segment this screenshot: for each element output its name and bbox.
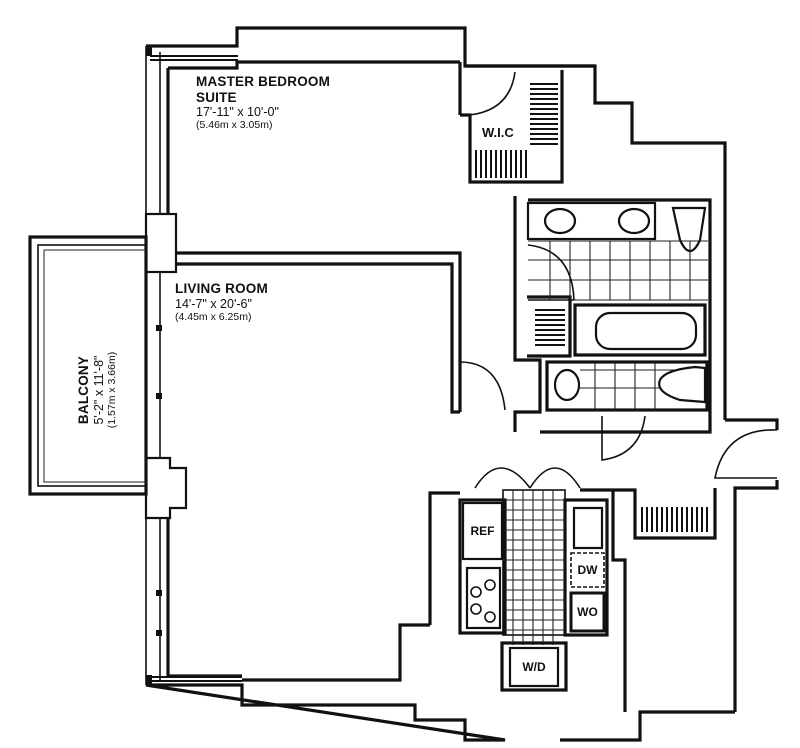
kitchen-sink-icon bbox=[572, 506, 604, 550]
exterior-walls bbox=[145, 26, 779, 742]
wic-label: W.I.C bbox=[482, 125, 514, 140]
structural-columns bbox=[144, 212, 188, 520]
wic-shelving bbox=[475, 83, 558, 178]
living-room-label: LIVING ROOM 14'-7" x 20'-6" (4.45m x 6.2… bbox=[175, 281, 268, 323]
master-bedroom-title-line2: SUITE bbox=[196, 89, 237, 105]
balcony-title: BALCONY bbox=[76, 355, 91, 425]
interior-partitions bbox=[176, 62, 712, 434]
dw-label: DW bbox=[577, 563, 598, 577]
entry-closet bbox=[580, 488, 717, 540]
toilet-icon bbox=[671, 206, 707, 253]
toilet-icon bbox=[658, 365, 707, 404]
sink-icon bbox=[553, 368, 581, 402]
dishwasher-icon bbox=[570, 552, 605, 588]
master-bedroom-title: MASTER BEDROOM bbox=[196, 74, 331, 89]
wo-label: WO bbox=[577, 605, 598, 619]
living-room-title: LIVING ROOM bbox=[175, 281, 268, 296]
sink-right-icon bbox=[617, 207, 651, 235]
refrigerator-icon bbox=[461, 501, 504, 561]
master-bedroom-dimensions: 17'-11" x 10'-0" bbox=[196, 105, 279, 120]
wall-oven-icon bbox=[569, 591, 606, 633]
wd-label: W/D bbox=[522, 660, 546, 674]
balcony-metric: (1.57m x 3.66m) bbox=[105, 351, 118, 429]
master-bedroom-label: MASTER BEDROOM SUITE 17'-11" x 10'-0" (5… bbox=[196, 74, 330, 131]
linen-shelving bbox=[535, 309, 565, 346]
kitchen bbox=[242, 489, 627, 712]
balcony-label: BALCONY 5'-2" x 11'-8" (1.57m x 3.66m) bbox=[76, 320, 118, 460]
balcony-dimensions: 5'-2" x 11'-8" bbox=[91, 355, 106, 425]
sink-left-icon bbox=[543, 207, 577, 235]
washer-dryer-icon bbox=[508, 646, 560, 688]
ref-label: REF bbox=[470, 524, 495, 538]
master-bathroom bbox=[526, 201, 709, 412]
living-room-dimensions: 14'-7" x 20'-6" bbox=[175, 296, 252, 311]
doors bbox=[459, 361, 778, 489]
balcony bbox=[28, 235, 148, 496]
master-bedroom-metric: (5.46m x 3.05m) bbox=[196, 119, 273, 132]
living-room-metric: (4.45m x 6.25m) bbox=[175, 310, 252, 323]
bathtub-icon bbox=[594, 311, 698, 351]
